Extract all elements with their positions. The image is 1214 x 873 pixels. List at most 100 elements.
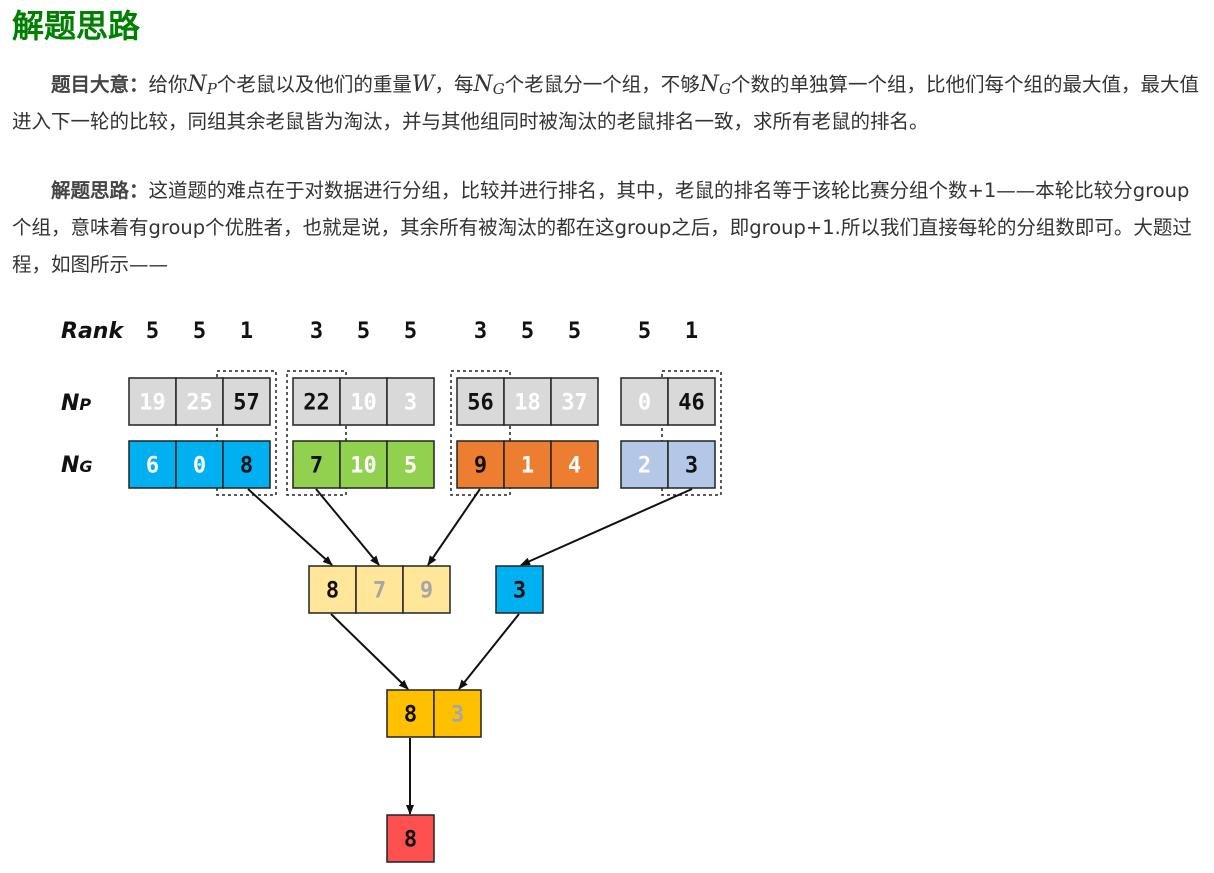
round2-cell: 3 — [495, 565, 544, 614]
ng-cell: 6 — [128, 440, 177, 489]
rank-value: 5 — [146, 319, 159, 344]
rank-value: 5 — [638, 319, 651, 344]
arrow — [520, 488, 693, 566]
rank-value: 1 — [685, 319, 698, 344]
svg-text:0: 0 — [193, 454, 206, 479]
winner-outline — [450, 370, 511, 496]
round3-cell: 3 — [433, 689, 482, 738]
svg-text:4: 4 — [568, 454, 581, 479]
np-label: NP — [61, 391, 91, 416]
problem-text-1: 给你 — [148, 73, 188, 96]
problem-text-2: 个老鼠以及他们的重量 — [216, 73, 412, 96]
arrow — [315, 488, 380, 566]
winner-outline — [216, 370, 277, 496]
ng-cell: 10 — [339, 440, 388, 489]
svg-text:22: 22 — [303, 391, 330, 416]
np-row: 19 25 57 22 10 3 56 18 37 0 46 — [128, 377, 716, 426]
group-outlines — [216, 370, 722, 496]
arrows — [247, 488, 693, 815]
svg-text:8: 8 — [404, 703, 417, 728]
svg-text:7: 7 — [310, 454, 323, 479]
svg-text:0: 0 — [638, 391, 651, 416]
ng-math-2: NG — [699, 72, 732, 98]
rank-label: Rank — [61, 319, 124, 344]
ng-math: NG — [473, 72, 505, 98]
svg-text:3: 3 — [404, 391, 417, 416]
svg-text:2: 2 — [638, 454, 651, 479]
np-cell: 25 — [175, 377, 224, 426]
np-cell: 19 — [128, 377, 177, 426]
rank-value: 5 — [193, 319, 206, 344]
np-cell: 10 — [339, 377, 388, 426]
final-row: 8 — [386, 814, 435, 863]
rank-value: 5 — [404, 319, 417, 344]
ng-cell: 9 — [456, 440, 505, 489]
svg-text:25: 25 — [186, 391, 213, 416]
problem-text-3: ，每 — [434, 73, 474, 96]
round2-cell: 8 — [308, 565, 357, 614]
np-cell: 57 — [222, 377, 271, 426]
problem-summary: 题目大意：给你NP个老鼠以及他们的重量W，每NG个老鼠分一个组，不够NG个数的单… — [12, 66, 1204, 140]
svg-text:19: 19 — [139, 391, 166, 416]
np-math: NP — [187, 72, 217, 98]
np-cell: 37 — [550, 377, 599, 426]
svg-text:46: 46 — [678, 391, 705, 416]
svg-text:18: 18 — [514, 391, 541, 416]
rank-value: 5 — [568, 319, 581, 344]
winner-outline — [286, 370, 347, 496]
ng-label: NG — [61, 453, 93, 478]
np-cell: 56 — [456, 377, 505, 426]
svg-text:9: 9 — [474, 454, 487, 479]
w-math: W — [411, 72, 435, 97]
ng-cell: 4 — [550, 440, 599, 489]
solution-approach-label: 解题思路： — [51, 179, 149, 202]
ng-cell: 7 — [292, 440, 341, 489]
np-cell: 3 — [386, 377, 435, 426]
svg-text:37: 37 — [561, 391, 588, 416]
rank-row: 5 5 1 3 5 5 3 5 5 5 1 — [146, 319, 698, 344]
svg-text:8: 8 — [240, 454, 253, 479]
problem-text-4: 个老鼠分一个组，不够 — [504, 73, 700, 96]
rank-value: 3 — [474, 319, 487, 344]
round2-cell: 7 — [355, 565, 404, 614]
problem-summary-label: 题目大意： — [51, 73, 149, 96]
solution-text: 这道题的难点在于对数据进行分组，比较并进行排名，其中，老鼠的排名等于该轮比赛分组… — [12, 179, 1192, 276]
rank-value: 1 — [240, 319, 253, 344]
np-cell: 46 — [667, 377, 716, 426]
svg-text:5: 5 — [404, 454, 417, 479]
svg-text:10: 10 — [350, 391, 377, 416]
round3-cell: 8 — [386, 689, 435, 738]
ng-cell: 8 — [222, 440, 271, 489]
ng-cell: 3 — [667, 440, 716, 489]
svg-text:3: 3 — [685, 454, 698, 479]
arrow — [427, 488, 481, 566]
ng-cell: 1 — [503, 440, 552, 489]
problem-text-5: 个数的单独算一个组，比他们每个组的最大值，最大值进入下一轮的比较，同组其余老鼠皆… — [12, 73, 1200, 133]
rank-value: 5 — [521, 319, 534, 344]
np-cell: 18 — [503, 377, 552, 426]
svg-text:8: 8 — [404, 828, 417, 853]
arrow — [330, 613, 409, 690]
winner-outline — [661, 370, 722, 496]
svg-text:9: 9 — [420, 579, 433, 604]
svg-text:8: 8 — [326, 579, 339, 604]
page-title: 解题思路 — [12, 7, 141, 45]
solution-approach: 解题思路：这道题的难点在于对数据进行分组，比较并进行排名，其中，老鼠的排名等于该… — [12, 172, 1204, 283]
np-cell: 22 — [292, 377, 341, 426]
svg-text:56: 56 — [467, 391, 494, 416]
svg-text:3: 3 — [513, 579, 526, 604]
arrow — [247, 488, 333, 566]
round2-cell: 9 — [402, 565, 451, 614]
rank-value: 3 — [310, 319, 323, 344]
svg-text:1: 1 — [521, 454, 534, 479]
final-cell: 8 — [386, 814, 435, 863]
rank-value: 5 — [357, 319, 370, 344]
ng-cell: 5 — [386, 440, 435, 489]
svg-text:3: 3 — [451, 703, 464, 728]
arrow — [458, 613, 520, 690]
ng-cell: 0 — [175, 440, 224, 489]
